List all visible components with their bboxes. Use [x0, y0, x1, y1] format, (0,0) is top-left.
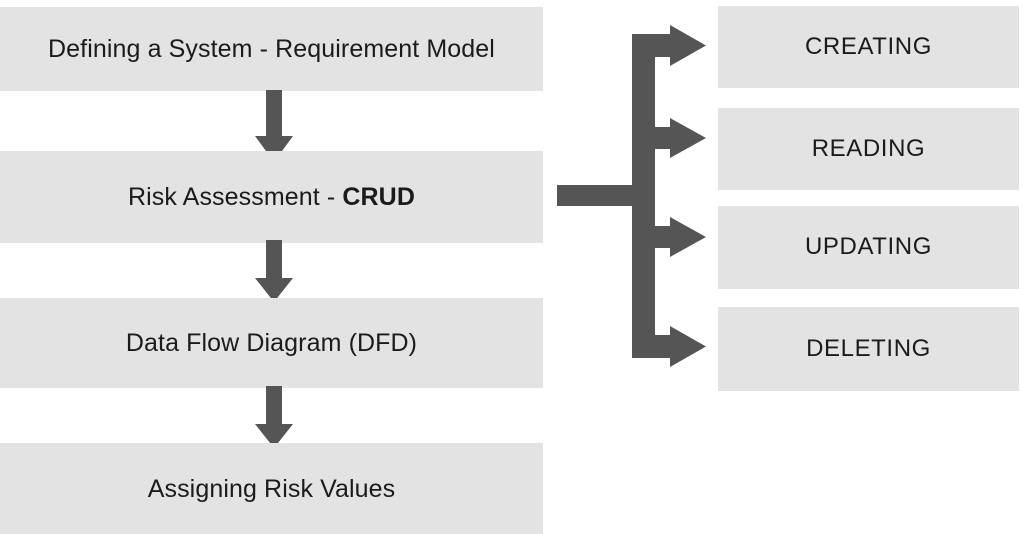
crud-box-deleting[interactable]: DELETING — [718, 307, 1019, 391]
branching-right-arrow-icon — [548, 18, 718, 378]
process-box-label-emphasis: CRUD — [342, 183, 415, 211]
process-box-assigning-risk[interactable]: Assigning Risk Values — [0, 443, 543, 534]
crud-box-label: CREATING — [804, 32, 933, 60]
down-arrow-icon — [255, 386, 293, 448]
process-box-risk-assessment[interactable]: Risk Assessment - CRUD — [0, 151, 543, 243]
crud-box-reading[interactable]: READING — [718, 108, 1019, 190]
crud-box-creating[interactable]: CREATING — [718, 6, 1019, 88]
crud-box-label: READING — [811, 134, 926, 162]
process-box-data-flow-diagram[interactable]: Data Flow Diagram (DFD) — [0, 298, 543, 388]
process-box-label: Risk Assessment - CRUD — [128, 182, 415, 212]
process-box-requirement-model[interactable]: Defining a System - Requirement Model — [0, 7, 543, 91]
process-box-label: Defining a System - Requirement Model — [48, 35, 495, 63]
crud-box-label: DELETING — [806, 334, 931, 362]
down-arrow-icon — [255, 240, 293, 302]
process-box-label: Data Flow Diagram (DFD) — [125, 329, 418, 357]
crud-box-label: UPDATING — [804, 233, 933, 261]
crud-box-updating[interactable]: UPDATING — [718, 206, 1019, 289]
down-arrow-icon — [255, 90, 293, 162]
process-box-label: Assigning Risk Values — [147, 474, 396, 503]
process-box-label-prefix: Risk Assessment - — [128, 183, 343, 211]
